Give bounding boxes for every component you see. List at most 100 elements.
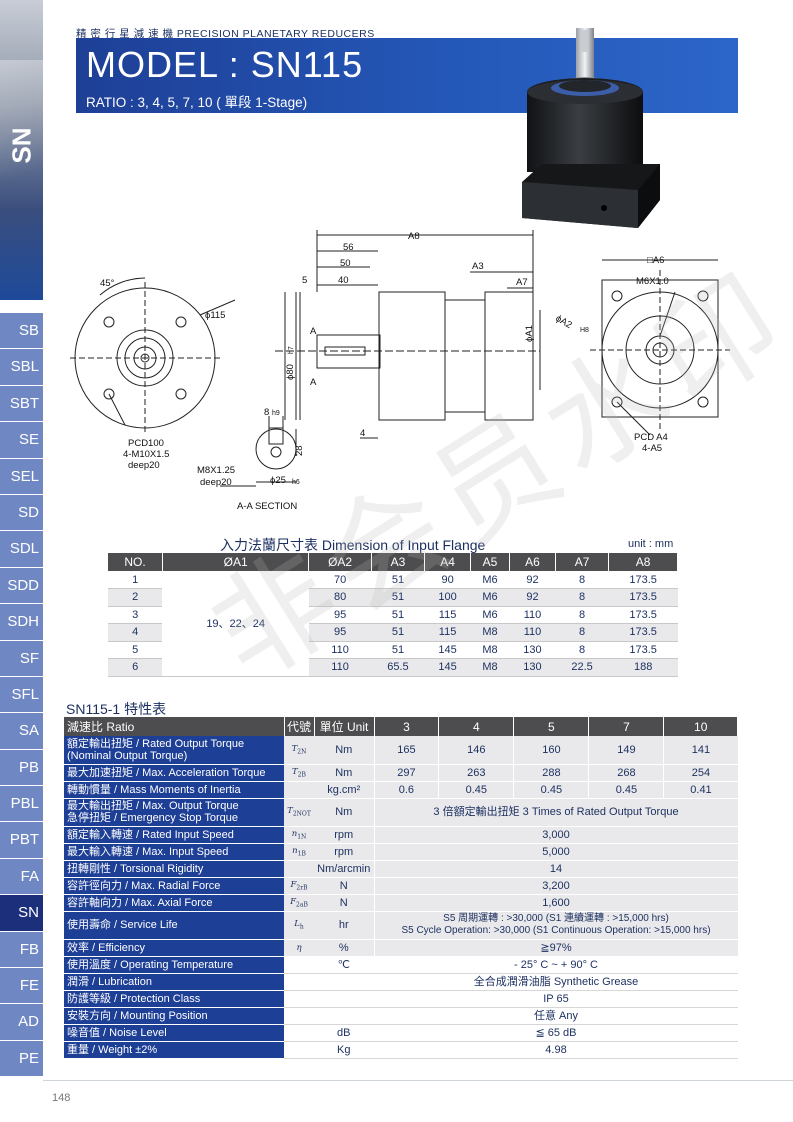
spec-row-label: 防護等級 / Protection Class bbox=[64, 990, 284, 1008]
spec-unit: Nm bbox=[314, 798, 374, 827]
spec-unit bbox=[314, 973, 374, 991]
flange-col-header: A5 bbox=[470, 553, 511, 571]
spec-row: 使用溫度 / Operating Temperature℃- 25° C ~ +… bbox=[64, 956, 738, 974]
spec-value: 297 bbox=[373, 764, 439, 782]
sidebar-item-fb[interactable]: FB bbox=[0, 931, 43, 969]
spec-row-label: 額定輸出扭矩 / Rated Output Torque (Nominal Ou… bbox=[64, 736, 284, 765]
symbol-subscript: 2aB bbox=[296, 901, 308, 909]
spec-code-header: 代號 bbox=[284, 717, 315, 736]
spec-symbol bbox=[284, 860, 314, 878]
spec-row-label: 最大輸出扭矩 / Max. Output Torque 急停扭矩 / Emerg… bbox=[64, 798, 284, 827]
flange-cell: 145 bbox=[424, 641, 471, 659]
sidebar-item-sdl[interactable]: SDL bbox=[0, 531, 43, 568]
flange-cell: 51 bbox=[371, 641, 425, 659]
flange-cell: 51 bbox=[371, 606, 425, 624]
spec-row: 最大輸出扭矩 / Max. Output Torque 急停扭矩 / Emerg… bbox=[64, 798, 738, 827]
sidebar-item-se[interactable]: SE bbox=[0, 422, 43, 459]
spec-value-span: IP 65 bbox=[373, 990, 738, 1008]
flange-cell: 95 bbox=[308, 606, 372, 624]
dim-5: 5 bbox=[302, 275, 307, 286]
page-number: 148 bbox=[52, 1092, 71, 1104]
sidebar-item-sbt[interactable]: SBT bbox=[0, 385, 43, 423]
sidebar-item-sa[interactable]: SA bbox=[0, 713, 43, 750]
spec-value: 263 bbox=[438, 764, 514, 782]
spec-value-span: 全合成潤滑油脂 Synthetic Grease bbox=[373, 973, 738, 991]
sidebar-item-sdd[interactable]: SDD bbox=[0, 567, 43, 605]
sidebar-item-sn[interactable]: SN bbox=[0, 895, 43, 932]
dim-40: 40 bbox=[338, 275, 349, 286]
sidebar-item-pb[interactable]: PB bbox=[0, 749, 43, 787]
spec-unit-header: 單位 Unit bbox=[314, 717, 375, 736]
dim-a3: A3 bbox=[472, 261, 484, 272]
spec-row-label: 潤滑 / Lubrication bbox=[64, 973, 284, 991]
symbol-subscript: 2B bbox=[297, 771, 306, 779]
spec-symbol: T2B bbox=[284, 764, 314, 782]
spec-unit: kg.cm² bbox=[314, 781, 374, 799]
spec-value: 141 bbox=[663, 736, 738, 765]
flange-col-header: A8 bbox=[608, 553, 678, 571]
flange-cell: 110 bbox=[509, 606, 556, 624]
section-mark-top: A bbox=[310, 326, 317, 337]
spec-value-span: S5 周期運轉 : >30,000 (S1 連續運轉 : >15,000 hrs… bbox=[373, 911, 738, 940]
spec-value: 0.6 bbox=[373, 781, 439, 799]
key-width-label: 8 bbox=[264, 407, 269, 418]
category-subtitle: 精 密 行 星 減 速 機 PRECISION PLANETARY REDUCE… bbox=[76, 28, 375, 40]
sidebar-item-sel[interactable]: SEL bbox=[0, 458, 43, 495]
series-label: SN bbox=[6, 127, 37, 164]
flange-col-header: ØA2 bbox=[308, 553, 372, 571]
spec-row-label: 容許軸向力 / Max. Axial Force bbox=[64, 894, 284, 912]
spec-row-label: 重量 / Weight ±2% bbox=[64, 1041, 284, 1059]
footer-divider bbox=[43, 1080, 793, 1081]
flange-cell: 130 bbox=[509, 658, 556, 677]
sidebar-item-sb[interactable]: SB bbox=[0, 313, 43, 350]
sidebar-item-sdh[interactable]: SDH bbox=[0, 604, 43, 641]
symbol-subscript: 1N bbox=[297, 833, 307, 841]
flange-cell: 51 bbox=[371, 588, 425, 607]
sidebar-item-pbt[interactable]: PBT bbox=[0, 822, 43, 859]
sidebar-item-sfl[interactable]: SFL bbox=[0, 676, 43, 714]
dim-a7: A7 bbox=[516, 277, 528, 288]
spec-unit bbox=[314, 990, 374, 1008]
flange-cell: 1 bbox=[108, 571, 163, 589]
flange-a1-cell: 19、22、24 bbox=[162, 571, 309, 677]
flange-cell: 130 bbox=[509, 641, 556, 659]
spec-unit: N bbox=[314, 894, 374, 912]
flange-cell: 110 bbox=[509, 623, 556, 642]
sidebar-item-sf[interactable]: SF bbox=[0, 640, 43, 677]
flange-cell: 110 bbox=[308, 641, 372, 659]
pilot-tolerance: h7 bbox=[288, 346, 295, 354]
holes-right-label: 4-A5 bbox=[642, 443, 662, 454]
sidebar-item-sd[interactable]: SD bbox=[0, 494, 43, 532]
sidebar-item-pbl[interactable]: PBL bbox=[0, 786, 43, 823]
ratio-line: RATIO : 3, 4, 5, 7, 10 ( 單段 1-Stage) bbox=[86, 95, 308, 110]
spec-unit: rpm bbox=[314, 843, 374, 861]
spec-value: 160 bbox=[513, 736, 589, 765]
sidebar-item-sbl[interactable]: SBL bbox=[0, 349, 43, 386]
sidebar-item-ad[interactable]: AD bbox=[0, 1004, 43, 1041]
spec-value: 254 bbox=[663, 764, 738, 782]
spec-unit: Nm bbox=[314, 736, 374, 765]
spec-row-label: 最大輸入轉速 / Max. Input Speed bbox=[64, 843, 284, 861]
spec-symbol: T2NOT bbox=[284, 798, 314, 827]
flange-cell: 6 bbox=[108, 658, 163, 677]
sidebar-item-pe[interactable]: PE bbox=[0, 1040, 43, 1078]
side-banner-highlight bbox=[0, 60, 43, 250]
flange-cell: 188 bbox=[608, 658, 678, 677]
flange-table-title: 入力法蘭尺寸表 Dimension of Input Flange bbox=[220, 537, 486, 553]
flange-cell: M6 bbox=[470, 571, 510, 589]
pcd-right-label: PCD A4 bbox=[634, 432, 668, 443]
sidebar-item-fe[interactable]: FE bbox=[0, 968, 43, 1005]
flange-cell: 92 bbox=[509, 588, 556, 607]
spec-ratio-col: 3 bbox=[374, 717, 440, 736]
flange-cell: 115 bbox=[424, 606, 471, 624]
sidebar-item-fa[interactable]: FA bbox=[0, 858, 43, 896]
flange-cell: 2 bbox=[108, 588, 163, 607]
